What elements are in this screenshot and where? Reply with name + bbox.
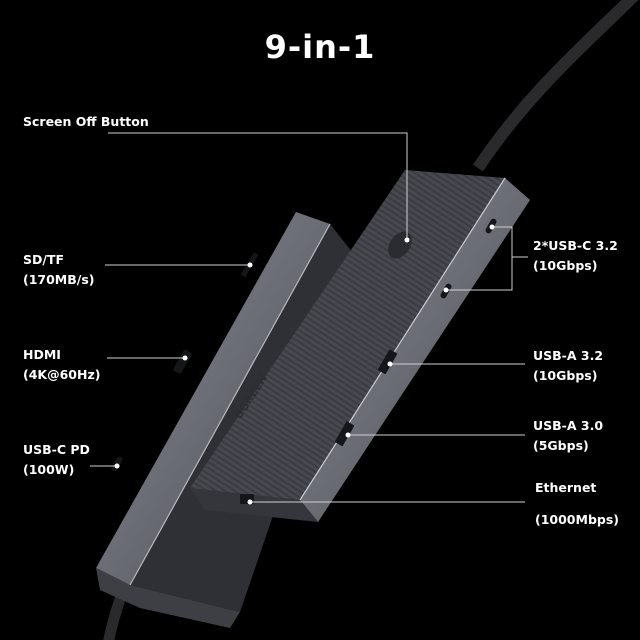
callout-name: SD/TF [23, 252, 65, 267]
callout-usb-c-3-2: 2*USB-C 3.2 (10Gbps) [533, 236, 618, 276]
callout-spec: (100W) [23, 462, 75, 477]
callout-name: USB-C PD [23, 442, 90, 457]
callout-name: HDMI [23, 347, 61, 362]
leader-lines [90, 132, 528, 503]
usb-a-port-2 [335, 421, 355, 447]
usb-a-port-1 [378, 349, 398, 375]
callout-usb-a-3-2: USB-A 3.2 (10Gbps) [533, 346, 603, 386]
hdmi-port [173, 349, 192, 374]
callout-usb-c-pd: USB-C PD (100W) [23, 440, 90, 480]
front-hub: UGREEN [190, 170, 530, 522]
page-title: 9-in-1 [264, 28, 376, 66]
callout-spec: (170MB/s) [23, 272, 95, 287]
callout-spec: (4K@60Hz) [23, 367, 101, 382]
callout-name: USB-A 3.2 [533, 348, 604, 363]
callout-ethernet: Ethernet (1000Mbps) [535, 478, 619, 530]
callout-sd-tf: SD/TF (170MB/s) [23, 250, 95, 290]
callout-screen-off-button: Screen Off Button [23, 112, 149, 132]
callout-spec: (5Gbps) [533, 438, 589, 453]
callout-name: Ethernet [535, 480, 597, 495]
callout-name: Screen Off Button [23, 114, 149, 129]
callout-spec: (10Gbps) [533, 258, 598, 273]
callout-hdmi: HDMI (4K@60Hz) [23, 345, 100, 385]
callout-name: USB-A 3.0 [533, 418, 604, 433]
callout-spec: (1000Mbps) [535, 512, 619, 527]
top-cable [473, 0, 639, 172]
callout-spec: (10Gbps) [533, 368, 598, 383]
callout-name: 2*USB-C 3.2 [533, 238, 618, 253]
callout-usb-a-3-0: USB-A 3.0 (5Gbps) [533, 416, 603, 456]
